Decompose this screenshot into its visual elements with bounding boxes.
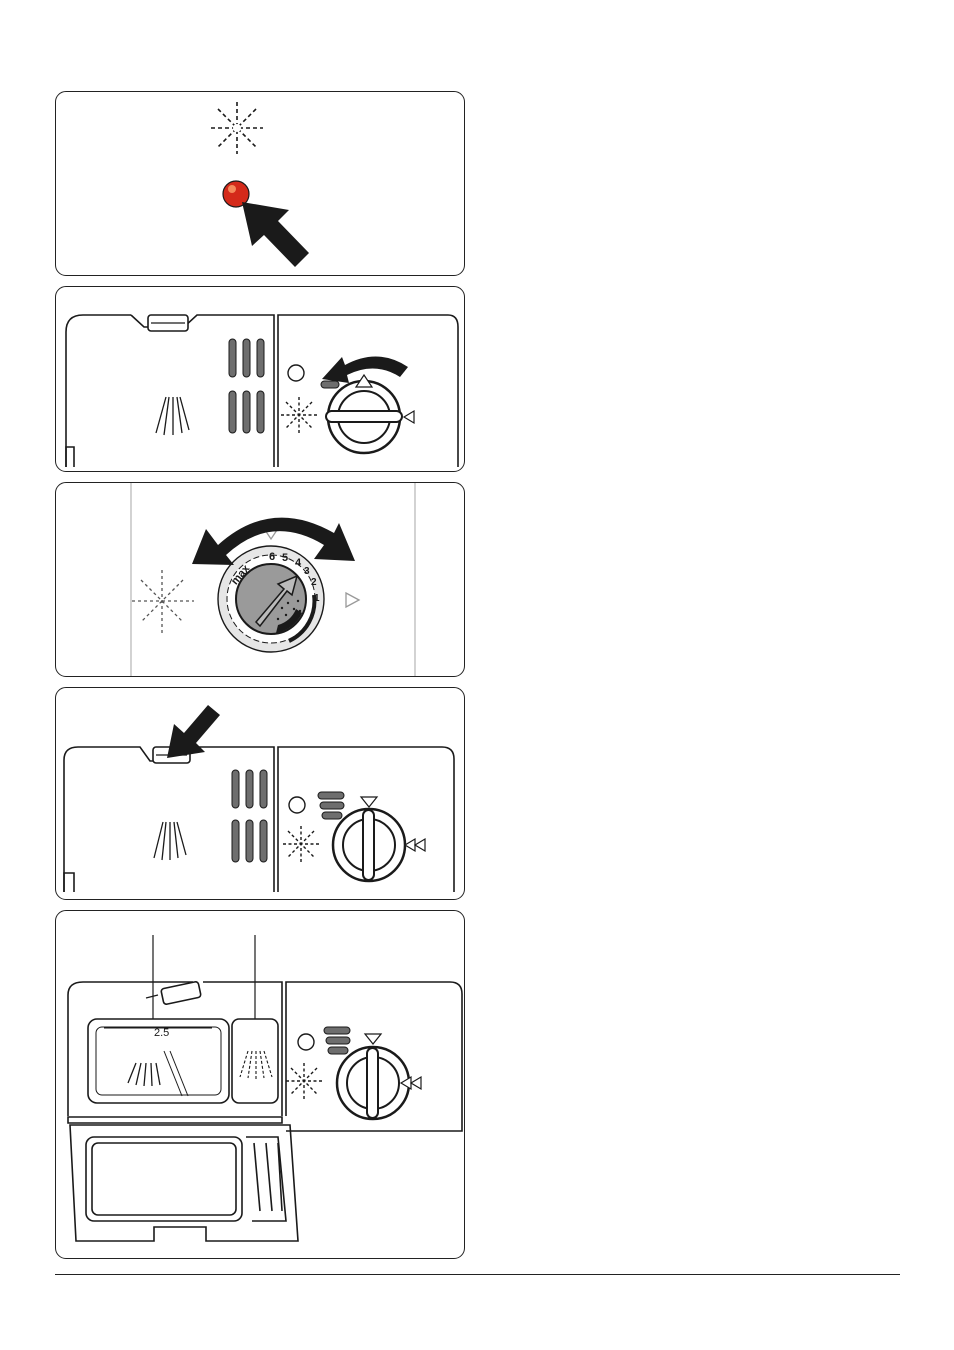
sparkle-icon xyxy=(281,397,317,433)
level-indicator-window xyxy=(298,1034,314,1050)
figure-indicator-light xyxy=(55,91,465,276)
rinse-aid-cap xyxy=(337,1047,409,1119)
dial-label-6: 6 xyxy=(269,551,275,563)
spray-icon xyxy=(156,397,189,435)
level-indicator-window xyxy=(288,365,304,381)
figure-open-rinse-aid-cap xyxy=(55,286,465,472)
vent-slots xyxy=(229,339,264,433)
figure-adjust-dose-dial: max 6 5 4 3 2 1 xyxy=(55,482,465,677)
level-bar xyxy=(321,381,339,388)
dose-dial-illustration: max 6 5 4 3 2 1 xyxy=(56,483,465,677)
open-lid xyxy=(68,1117,298,1241)
figure-close-lid xyxy=(55,687,465,900)
fill-level-label: 2.5 xyxy=(154,1027,169,1039)
sparkle-icon xyxy=(132,570,194,633)
push-down-arrow-icon xyxy=(167,705,220,758)
indicator-light-illustration xyxy=(56,92,465,276)
footer-rule xyxy=(55,1274,900,1275)
sparkle-icon xyxy=(283,826,319,862)
figure-dispenser-open: 2.5 xyxy=(55,910,465,1259)
dispenser-open-illustration: 2.5 xyxy=(56,911,465,1259)
rinse-aid-cap xyxy=(326,381,402,453)
dial-label-3: 3 xyxy=(304,566,310,577)
vent-slots xyxy=(232,770,267,862)
sparkle-icon xyxy=(286,1063,322,1099)
pointer-arrow-icon xyxy=(242,202,309,267)
level-bars xyxy=(324,1027,350,1054)
dial-label-2: 2 xyxy=(311,577,317,588)
prewash-compartment xyxy=(232,1019,278,1103)
lid-latch-open xyxy=(146,981,201,1005)
dispenser-closed-illustration xyxy=(56,287,465,472)
dial-label-4: 4 xyxy=(295,557,302,569)
level-indicator-window xyxy=(289,797,305,813)
dispenser-close-illustration xyxy=(56,688,465,900)
dial-label-5: 5 xyxy=(282,552,288,564)
level-bars xyxy=(318,792,344,819)
dial-label-1: 1 xyxy=(314,593,320,604)
rinse-aid-cap xyxy=(333,809,405,881)
spray-icon xyxy=(154,822,186,860)
